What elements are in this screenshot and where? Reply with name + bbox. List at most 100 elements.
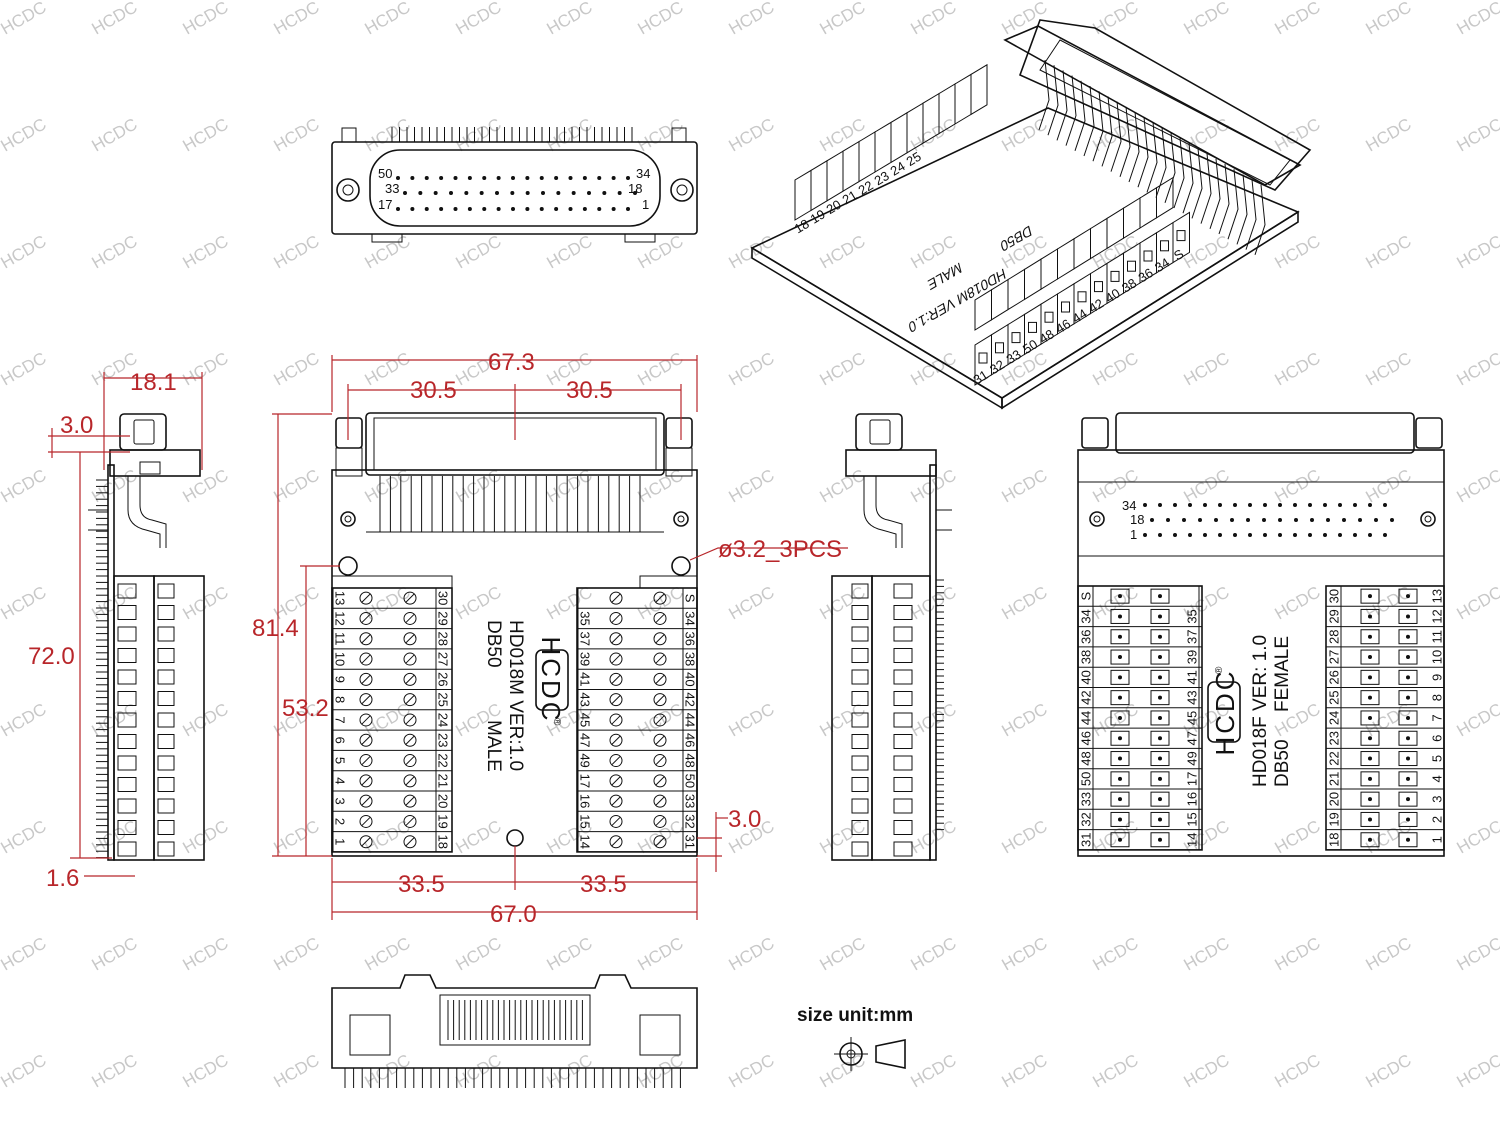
watermark-text: HCDC [362, 231, 414, 272]
header-label-18: 18 [1130, 512, 1144, 527]
terminal-cell [1040, 248, 1058, 291]
wire-port [117, 626, 137, 642]
wire-port [1360, 710, 1380, 726]
pin-hole [410, 207, 415, 211]
screw-slot [405, 674, 415, 684]
screw-terminal [653, 713, 667, 727]
wire-port [1143, 250, 1153, 262]
screw-slot [361, 634, 371, 644]
terminal-label: 43 [578, 692, 593, 706]
watermark-text: HCDC [726, 933, 778, 974]
terminal-label: 25 [1327, 690, 1342, 704]
port-dot [1158, 797, 1162, 802]
header-pin [1368, 533, 1372, 537]
female-type-label: DB50 [1272, 739, 1293, 787]
pin-hole [453, 176, 458, 180]
header-pin [1198, 518, 1202, 522]
watermark-text: HCDC [1363, 0, 1415, 38]
terminal-cell [954, 73, 972, 125]
watermark-text: HCDC [635, 348, 687, 389]
terminal-label: 12 [333, 611, 348, 625]
screw-slot [405, 796, 415, 806]
pin-hole [633, 191, 637, 195]
watermark-text: HCDC [635, 0, 687, 38]
watermark-text: HCDC [908, 582, 960, 623]
port-dot [1118, 756, 1122, 761]
terminal-label: 31 [1079, 833, 1094, 847]
terminal-cell [851, 669, 869, 685]
watermark-text: HCDC [362, 348, 414, 389]
watermark-text: HCDC [544, 231, 596, 272]
terminal-cell [851, 712, 869, 728]
pin-holes [396, 176, 637, 211]
watermark-text: HCDC [908, 465, 960, 506]
watermark-text: HCDC [0, 699, 50, 740]
watermark-text: HCDC [1454, 933, 1500, 974]
wire-port [1360, 649, 1380, 665]
port-dot [1406, 614, 1410, 619]
terminal-cell [851, 841, 869, 857]
screw-terminal [403, 733, 417, 747]
screw-terminal [653, 611, 667, 625]
wire-port [995, 342, 1004, 354]
watermark-text: HCDC [817, 1050, 869, 1091]
watermark-text: HCDC [1090, 933, 1142, 974]
port-dot [1406, 594, 1410, 599]
watermark-text: HCDC [1181, 114, 1233, 155]
wire-port [1360, 832, 1380, 848]
terminal-label: 23 [872, 168, 892, 188]
watermark-text: HCDC [908, 348, 960, 389]
wire-port [1150, 730, 1170, 746]
screw-terminal [359, 652, 373, 666]
screw-terminal [653, 835, 667, 849]
watermark-text: HCDC [908, 933, 960, 974]
screw-terminal [653, 794, 667, 808]
header-pin [1308, 533, 1312, 537]
header-pin [1263, 533, 1267, 537]
watermark-text: HCDC [726, 1050, 778, 1091]
screw-terminal [653, 591, 667, 605]
wire-port [117, 712, 137, 728]
screw-terminal [359, 794, 373, 808]
watermark-text: HCDC [999, 699, 1051, 740]
right-terminal-block: 353739414345474917161514S343638404244464… [576, 575, 698, 853]
male-type-label: DB50 [483, 620, 504, 668]
terminal-label: 50 [1020, 336, 1040, 356]
port-dot [1368, 675, 1372, 680]
watermark-text: HCDC [544, 0, 596, 38]
wire-port [1360, 751, 1380, 767]
terminal-cell [157, 669, 175, 685]
port-dot [1406, 655, 1410, 660]
terminal-label: 22 [1327, 751, 1342, 765]
male-brand-logo: HCDC [536, 636, 566, 723]
screw-slot [361, 593, 371, 603]
header-pin [1218, 533, 1222, 537]
screw-slot [405, 756, 415, 765]
watermark-text: HCDC [1272, 1050, 1324, 1091]
screw-slot [611, 654, 621, 664]
header-pin [1218, 503, 1222, 507]
port-dot [1158, 776, 1162, 781]
connector-front-view: 50 34 33 18 17 1 [331, 127, 698, 243]
terminal-label: 2 [1430, 816, 1445, 823]
screw-slot [405, 837, 415, 847]
terminal-label: 9 [1430, 674, 1445, 681]
dim-side-height: 72.0 [28, 643, 75, 670]
watermark-text: HCDC [1090, 348, 1142, 389]
pin-hole [433, 191, 438, 195]
male-registered-mark: ® [551, 718, 562, 726]
watermark-text: HCDC [271, 348, 323, 389]
header-pin [1294, 518, 1298, 522]
watermark-text: HCDC [817, 0, 869, 38]
port-dot [1118, 715, 1122, 720]
watermark-text: HCDC [1181, 348, 1233, 389]
wire-port [1110, 811, 1130, 827]
screw-terminal [609, 591, 623, 605]
terminal-label: 8 [1430, 694, 1445, 701]
screw-terminal [359, 632, 373, 646]
header-pin-field [1143, 503, 1394, 537]
watermark-text: HCDC [180, 816, 232, 857]
watermark-text: HCDC [817, 582, 869, 623]
terminal-label: 42 [683, 692, 698, 706]
female-model-label: HD018F VER: 1.0 [1250, 635, 1271, 787]
